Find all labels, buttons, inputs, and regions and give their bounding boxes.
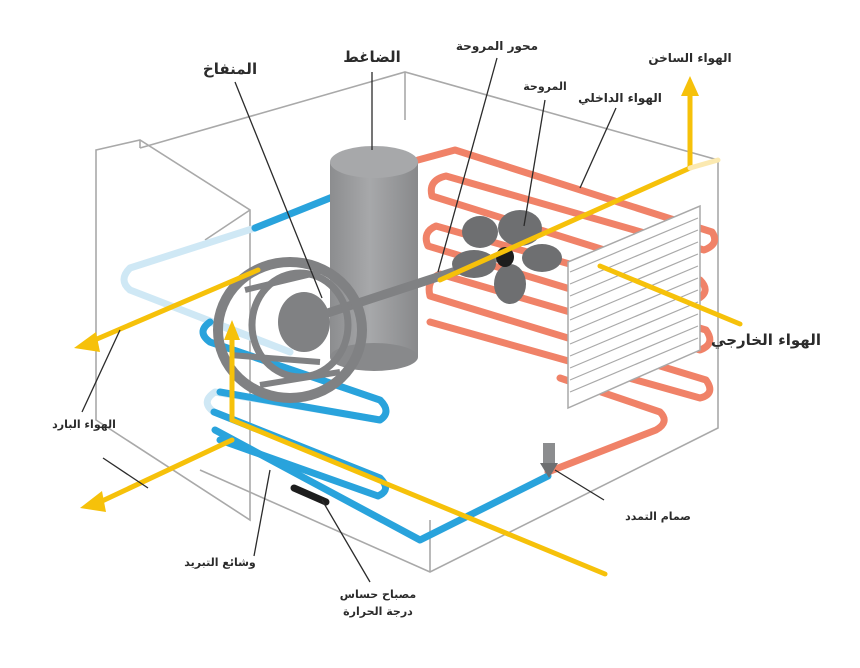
cold-air-arrow-bottom [97,437,235,505]
evaporator-coils [120,188,552,544]
blower [213,257,367,403]
hot-air-label: الهواء الساخن [648,51,731,66]
outside-air-arrow [597,263,743,327]
temperature-bulb-label-line1: مصباح حساس [340,588,416,601]
condenser-coils [414,146,719,476]
fan [452,210,562,304]
cold-air-arrow-lower [229,332,608,577]
cold-air-label: الهواء البارد [52,418,116,431]
grille [567,204,701,410]
expansion-valve-label: صمام التمدد [625,510,691,523]
compressor-label: الضاغط [343,48,401,66]
cold-air-arrow-upper [87,267,261,345]
labels: الضاغط المنفاخ محور المروحة المروحة الهو… [52,39,821,618]
temperature-bulb [290,484,330,506]
cold-air-arrowhead-lower [80,491,106,512]
arrow-heads [74,76,699,512]
cold-air-arrowhead-left [224,320,240,340]
inside-air-label: الهواء الداخلي [578,91,662,106]
expansion-valve [540,443,558,478]
leader-lines [81,57,617,583]
temperature-bulb-label-line2: درجة الحرارة [343,605,413,618]
cold-air-arrowhead-upper [74,332,100,352]
hot-air-arrowhead [681,76,699,96]
fan-label: المروحة [523,80,567,93]
air-arrows [87,89,743,577]
fan-shaft-label: محور المروحة [456,39,538,54]
unit-housing [95,71,719,573]
cooling-coils-label: وشائع التبريد [184,556,256,569]
blower-label: المنفاخ [203,60,257,78]
outside-air-label: الهواء الخارجي [711,331,821,349]
